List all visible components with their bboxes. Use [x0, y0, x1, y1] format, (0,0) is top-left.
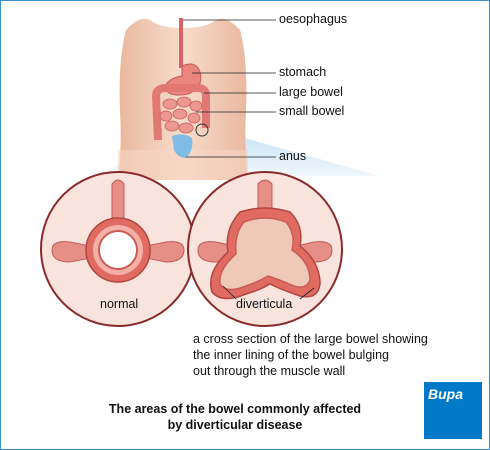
- title-line: The areas of the bowel commonly affected: [108, 402, 362, 416]
- figure-title: The areas of the bowel commonly affected…: [80, 401, 390, 433]
- caption-line: out through the muscle wall: [193, 364, 346, 378]
- caption-line: a cross section of the large bowel showi…: [193, 332, 428, 346]
- bupa-logo: Bupa: [424, 382, 482, 439]
- label-anus: anus: [279, 149, 307, 163]
- normal-cross-section: [40, 171, 196, 327]
- label-small-bowel: small bowel: [279, 104, 345, 118]
- small-bowel: [159, 96, 203, 134]
- label-large-bowel: large bowel: [279, 85, 343, 99]
- highlight-circle: [195, 123, 209, 137]
- label-oesophagus: oesophagus: [279, 12, 348, 26]
- label-normal: normal: [100, 297, 139, 311]
- caption: a cross section of the large bowel showi…: [193, 331, 453, 379]
- title-line: by diverticular disease: [167, 418, 303, 432]
- bupa-logo-text: Bupa: [428, 386, 463, 402]
- label-stomach: stomach: [279, 65, 327, 79]
- diverticula-cross-section: [187, 171, 343, 327]
- anus-region: [172, 134, 193, 158]
- caption-line: the inner lining of the bowel bulging: [193, 348, 389, 362]
- label-diverticula: diverticula: [236, 297, 293, 311]
